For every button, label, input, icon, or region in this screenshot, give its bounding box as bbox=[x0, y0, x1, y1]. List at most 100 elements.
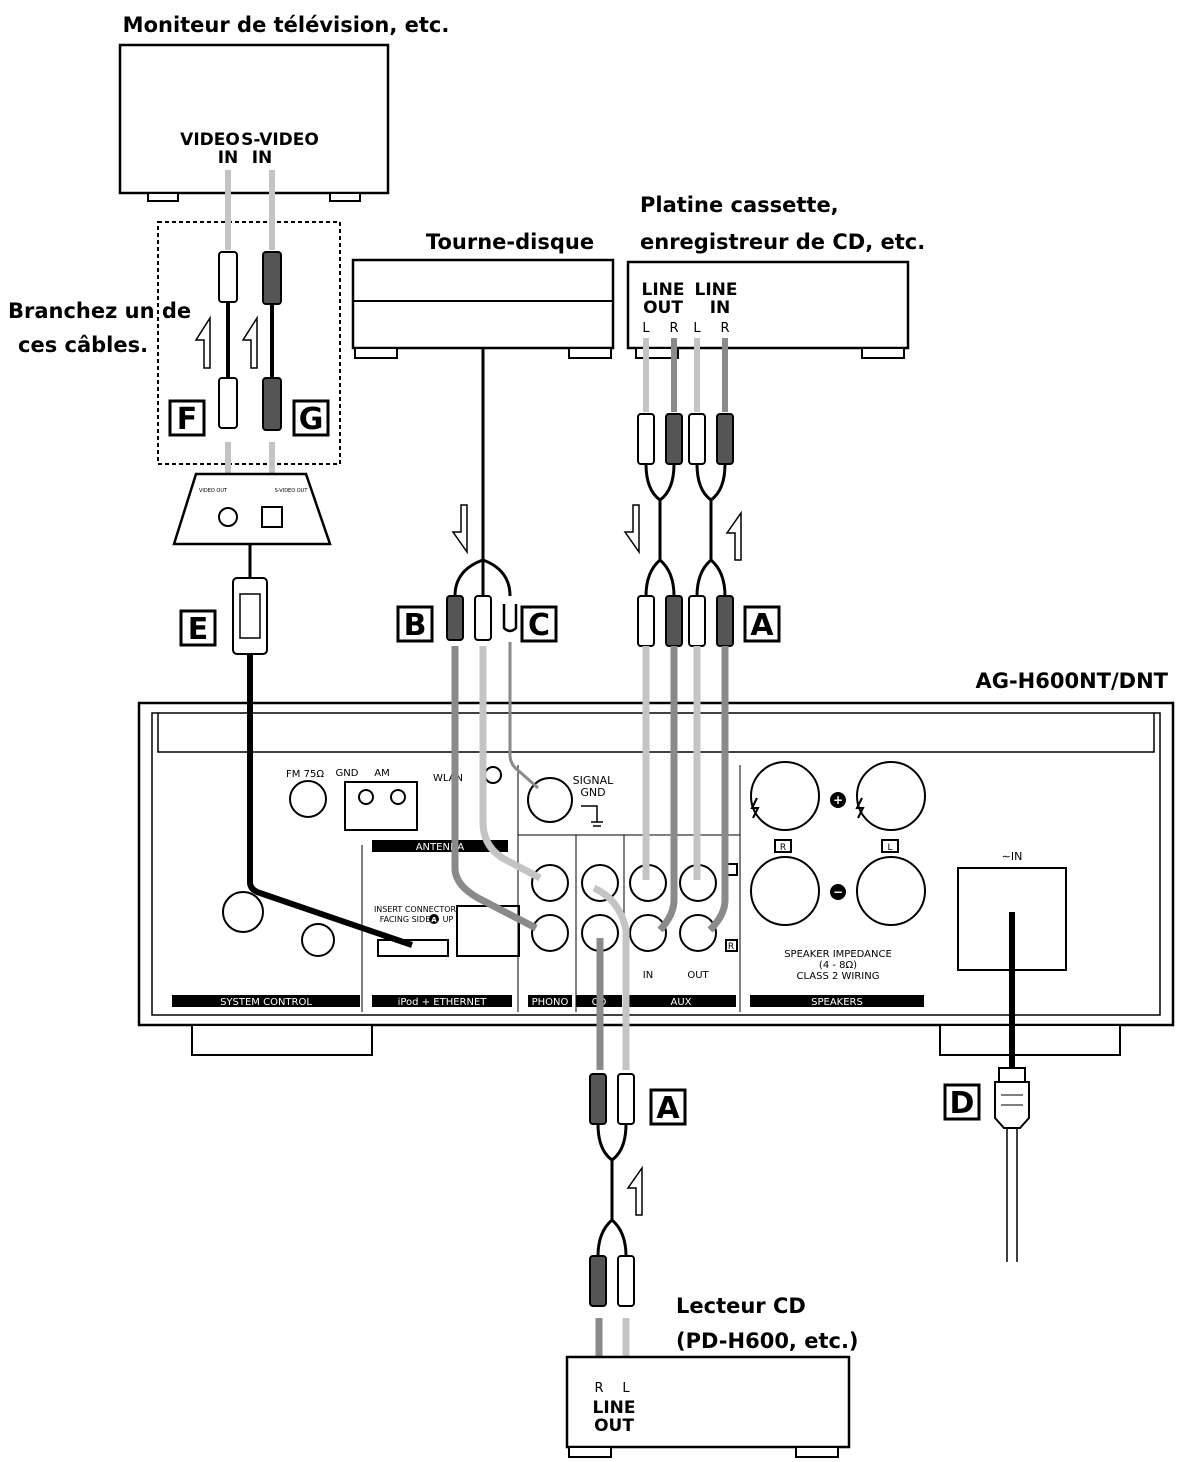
f-direction-arrow bbox=[194, 315, 211, 369]
amplifier-foot-left bbox=[191, 1024, 373, 1056]
cassette-line-in-1: LINE bbox=[695, 280, 738, 300]
b-plug-r bbox=[446, 595, 464, 641]
cd-foot-right bbox=[795, 1446, 839, 1458]
badge-d-label: D bbox=[950, 1086, 975, 1121]
g-plug-top bbox=[262, 251, 282, 305]
phono-r-jack bbox=[531, 914, 569, 952]
warning-bolt-icon-r bbox=[750, 797, 760, 819]
tv-monitor-title: Moniteur de télévision, etc. bbox=[123, 13, 450, 37]
tv-foot-left bbox=[147, 192, 179, 202]
dashed-option-box bbox=[157, 221, 341, 465]
cassette-title-2: enregistreur de CD, etc. bbox=[640, 230, 925, 254]
cd-player: A Lecteur CD (PD-H600, etc.) R L LINE OU… bbox=[565, 884, 859, 1458]
speaker-r-plus bbox=[750, 761, 820, 831]
tv-video-in-label: VIDEO bbox=[180, 130, 240, 150]
system-control-jack-1 bbox=[222, 891, 264, 933]
g-plug-bottom bbox=[262, 377, 282, 431]
cassette-out-l: L bbox=[642, 321, 650, 336]
cd-jack-r: R bbox=[594, 1381, 603, 1396]
ipod-dock: VIDEO OUT S-VIDEO OUT E bbox=[172, 442, 332, 655]
insert-connector-a-mark bbox=[429, 914, 439, 924]
b-cable-r bbox=[451, 646, 538, 932]
plus-icon-glyph: + bbox=[833, 793, 843, 807]
speakers-label: SPEAKERS bbox=[811, 997, 863, 1008]
a-plug-top-3 bbox=[688, 413, 706, 465]
badge-a-cd-label: A bbox=[656, 1091, 680, 1126]
r-channel-mark bbox=[725, 939, 738, 952]
badge-c bbox=[520, 605, 558, 643]
gnd-label: GND bbox=[336, 768, 359, 779]
cassette-deck: Platine cassette, enregistreur de CD, et… bbox=[623, 193, 925, 647]
ipod-strip bbox=[372, 995, 512, 1007]
amplifier-model: AG-H600NT/DNT bbox=[975, 669, 1168, 693]
tv-monitor: Moniteur de télévision, etc. VIDEO IN S-… bbox=[118, 13, 450, 202]
power-cord bbox=[1006, 1128, 1018, 1262]
cassette-line-out-2: OUT bbox=[643, 298, 683, 318]
cassette-in-arrow bbox=[725, 510, 742, 561]
badge-b-label: B bbox=[404, 608, 427, 643]
f-plug-top bbox=[218, 251, 238, 303]
badge-d bbox=[943, 1083, 981, 1121]
a-plug-top-1 bbox=[637, 413, 655, 465]
turntable: Tourne-disque B C bbox=[351, 230, 615, 643]
a-cable-1 bbox=[644, 463, 676, 597]
aux-in-r-jack bbox=[629, 914, 667, 952]
aux-strip bbox=[626, 995, 736, 1007]
impedance-line-1: SPEAKER IMPEDANCE bbox=[784, 949, 892, 960]
phono-strip bbox=[528, 995, 572, 1007]
aux-out-label: OUT bbox=[687, 970, 709, 981]
cd-line-out-2: OUT bbox=[594, 1416, 634, 1436]
b-cable-l bbox=[479, 646, 542, 882]
cd-player-title-1: Lecteur CD bbox=[676, 1294, 806, 1318]
turntable-direction-arrow bbox=[451, 504, 468, 555]
fm-label: FM 75Ω bbox=[286, 769, 324, 780]
amplifier: AG-H600NT/DNT FM 75Ω GND AM WLAN ANTENNA… bbox=[137, 669, 1175, 1056]
cd-direction-arrow bbox=[626, 1165, 643, 1216]
phono-label: PHONO bbox=[532, 997, 569, 1008]
note-line-2: ces câbles. bbox=[18, 333, 148, 357]
speaker-l-plus bbox=[856, 761, 926, 831]
tv-monitor-box bbox=[118, 43, 390, 195]
am-screw bbox=[390, 789, 406, 805]
am-gnd-screw bbox=[358, 789, 374, 805]
cd-jack-l: L bbox=[622, 1381, 630, 1396]
b-plug-l bbox=[474, 595, 492, 641]
turntable-cable-split bbox=[453, 558, 512, 597]
phono-l-jack bbox=[531, 864, 569, 902]
speaker-r-mark bbox=[774, 839, 792, 853]
wlan-label: WLAN bbox=[433, 773, 463, 784]
c-ground-lug bbox=[502, 604, 518, 633]
tv-foot-right bbox=[329, 192, 361, 202]
speaker-l-mark bbox=[881, 839, 899, 853]
tv-svideo-in-label-2: IN bbox=[252, 148, 273, 168]
cassette-out-arrow bbox=[623, 504, 640, 555]
a-plug-top-4 bbox=[716, 413, 734, 465]
f-plug-bottom bbox=[218, 377, 238, 429]
system-control-label: SYSTEM CONTROL bbox=[220, 997, 312, 1008]
cd-a-cable bbox=[596, 1123, 628, 1257]
badge-g-label: G bbox=[299, 402, 324, 437]
insert-connector-line-1: INSERT CONNECTOR bbox=[374, 905, 457, 914]
turntable-foot-left bbox=[354, 347, 398, 359]
speakers-strip bbox=[750, 995, 924, 1007]
warning-bolt-icon-l bbox=[855, 797, 865, 819]
badge-a-cd bbox=[649, 1088, 687, 1126]
system-control-jack-2 bbox=[301, 923, 335, 957]
badge-e-label: E bbox=[188, 612, 209, 647]
a-plug-bottom-4 bbox=[716, 595, 734, 647]
cd-a-plug-top-l bbox=[617, 1073, 635, 1125]
speaker-r-minus bbox=[750, 856, 820, 926]
cd-foot-left bbox=[568, 1446, 612, 1458]
turntable-title: Tourne-disque bbox=[426, 230, 594, 254]
cassette-foot-right bbox=[861, 347, 905, 359]
cassette-out-r: R bbox=[669, 321, 678, 336]
a-plug-bottom-3 bbox=[688, 595, 706, 647]
badge-f-label: F bbox=[177, 402, 198, 437]
cassette-a-cable-4 bbox=[707, 646, 729, 933]
a-cable-2 bbox=[695, 463, 727, 597]
aux-out-r-jack bbox=[679, 914, 717, 952]
aux-in-label: IN bbox=[643, 970, 653, 981]
cd-cable-l-up bbox=[592, 884, 630, 1070]
cassette-in-l: L bbox=[693, 321, 701, 336]
am-label: AM bbox=[374, 768, 389, 779]
